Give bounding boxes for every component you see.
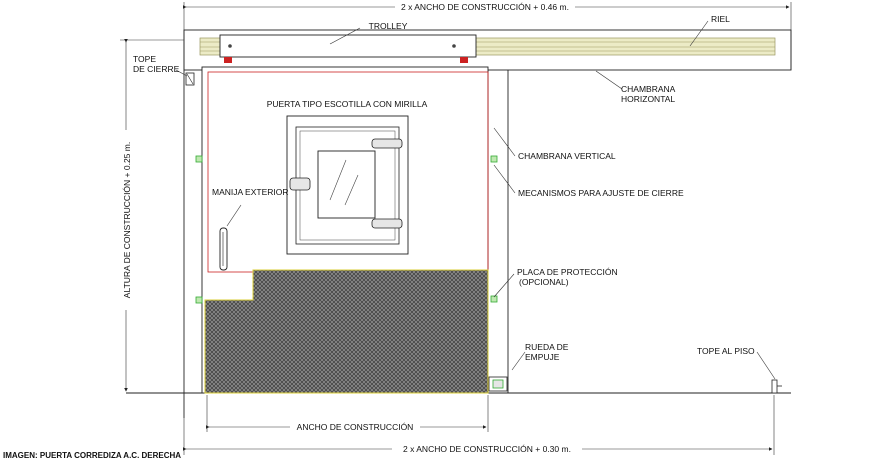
rueda-label-1: RUEDA DE — [525, 342, 569, 352]
chambrana-horizontal-label-1: CHAMBRANA — [621, 84, 676, 94]
riel-leader — [689, 20, 709, 47]
mecanismos-label: MECANISMOS PARA AJUSTE DE CIERRE — [518, 188, 684, 198]
placa-label-2: (OPCIONAL) — [519, 277, 569, 287]
puerta-label: PUERTA TIPO ESCOTILLA CON MIRILLA — [267, 99, 428, 109]
hatch-window — [286, 115, 409, 255]
tope-cierre-label-1: TOPE — [133, 54, 156, 64]
adjuster-markers — [195, 155, 498, 304]
chambrana-vertical-label: CHAMBRANA VERTICAL — [518, 151, 616, 161]
bottom-total-label: 2 x ANCHO DE CONSTRUCCIÓN + 0.30 m. — [403, 444, 571, 454]
chambrana-horizontal-label-2: HORIZONTAL — [621, 94, 675, 104]
bottom-width-label: ANCHO DE CONSTRUCCIÓN — [297, 422, 414, 432]
rueda-label-2: EMPUJE — [525, 352, 560, 362]
placa-label-1: PLACA DE PROTECCIÓN — [517, 267, 618, 277]
tope-piso-label: TOPE AL PISO — [697, 346, 755, 356]
exterior-handle — [219, 227, 228, 271]
figure-caption: IMAGEN: PUERTA CORREDIZA A.C. DERECHA — [3, 451, 181, 460]
bottom-total-dimension: 2 x ANCHO DE CONSTRUCCIÓN + 0.30 m. — [183, 395, 775, 455]
top-dimension-label: 2 x ANCHO DE CONSTRUCCIÓN + 0.46 m. — [401, 2, 569, 12]
floor-stop — [771, 379, 782, 394]
bottom-width-dimension: ANCHO DE CONSTRUCCIÓN — [206, 395, 489, 432]
trolley — [219, 34, 477, 63]
manija-label: MANIJA EXTERIOR — [212, 187, 289, 197]
trolley-leader — [329, 27, 361, 45]
trolley-label: TROLLEY — [369, 21, 408, 31]
tope-cierre-label-2: DE CIERRE — [133, 64, 180, 74]
protection-plate — [204, 269, 489, 394]
height-dimension: ALTURA DE CONSTRUCCIÓN + 0.25 m. — [120, 39, 184, 392]
riel-label: RIEL — [711, 14, 730, 24]
height-dimension-label: ALTURA DE CONSTRUCCIÓN + 0.25 m. — [122, 142, 132, 298]
